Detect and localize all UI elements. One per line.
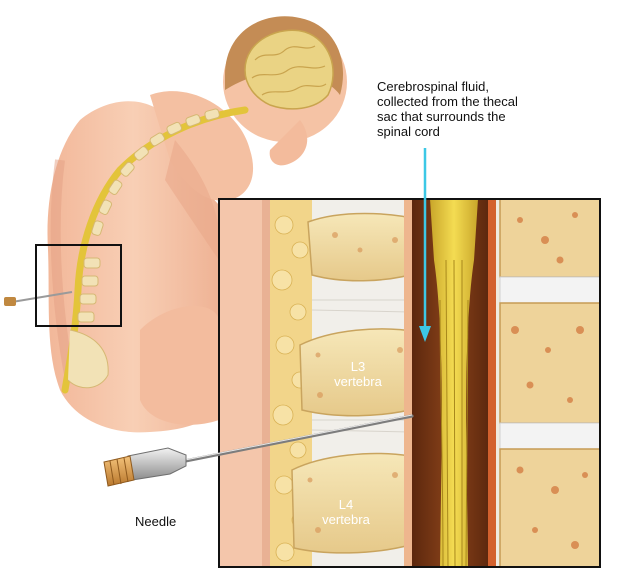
needle-label: Needle <box>135 514 176 529</box>
csf-label-line-4: spinal cord <box>377 124 440 139</box>
l4-label-line-2: vertebra <box>322 512 370 527</box>
vertebral-body-l3 <box>499 302 600 424</box>
l3-label-line-2: vertebra <box>334 374 382 389</box>
inset-frame <box>218 198 601 568</box>
l3-vertebra-label: L3 vertebra <box>330 359 386 389</box>
lumbar-spine-inset <box>219 199 600 567</box>
csf-label-line-2: collected from the thecal <box>377 94 518 109</box>
l4-label-line-1: L4 <box>338 497 354 512</box>
csf-label: Cerebrospinal fluid, collected from the … <box>377 79 518 139</box>
csf-pointer-arrow <box>419 148 431 342</box>
vertebral-body-upper <box>499 199 600 278</box>
spinal-cord <box>430 199 478 567</box>
patient-figure <box>4 16 347 433</box>
vertebral-body-l4 <box>499 448 600 567</box>
l4-vertebra-label: L4 vertebra <box>318 497 374 527</box>
zoom-region-box <box>35 244 122 327</box>
spinous-process-upper <box>307 212 421 282</box>
needle-label-text: Needle <box>135 514 177 529</box>
l3-label-line-1: L3 <box>350 359 366 374</box>
needle <box>103 414 414 487</box>
csf-label-line-3: sac that surrounds the <box>377 109 506 124</box>
csf-label-line-1: Cerebrospinal fluid, <box>377 79 490 94</box>
